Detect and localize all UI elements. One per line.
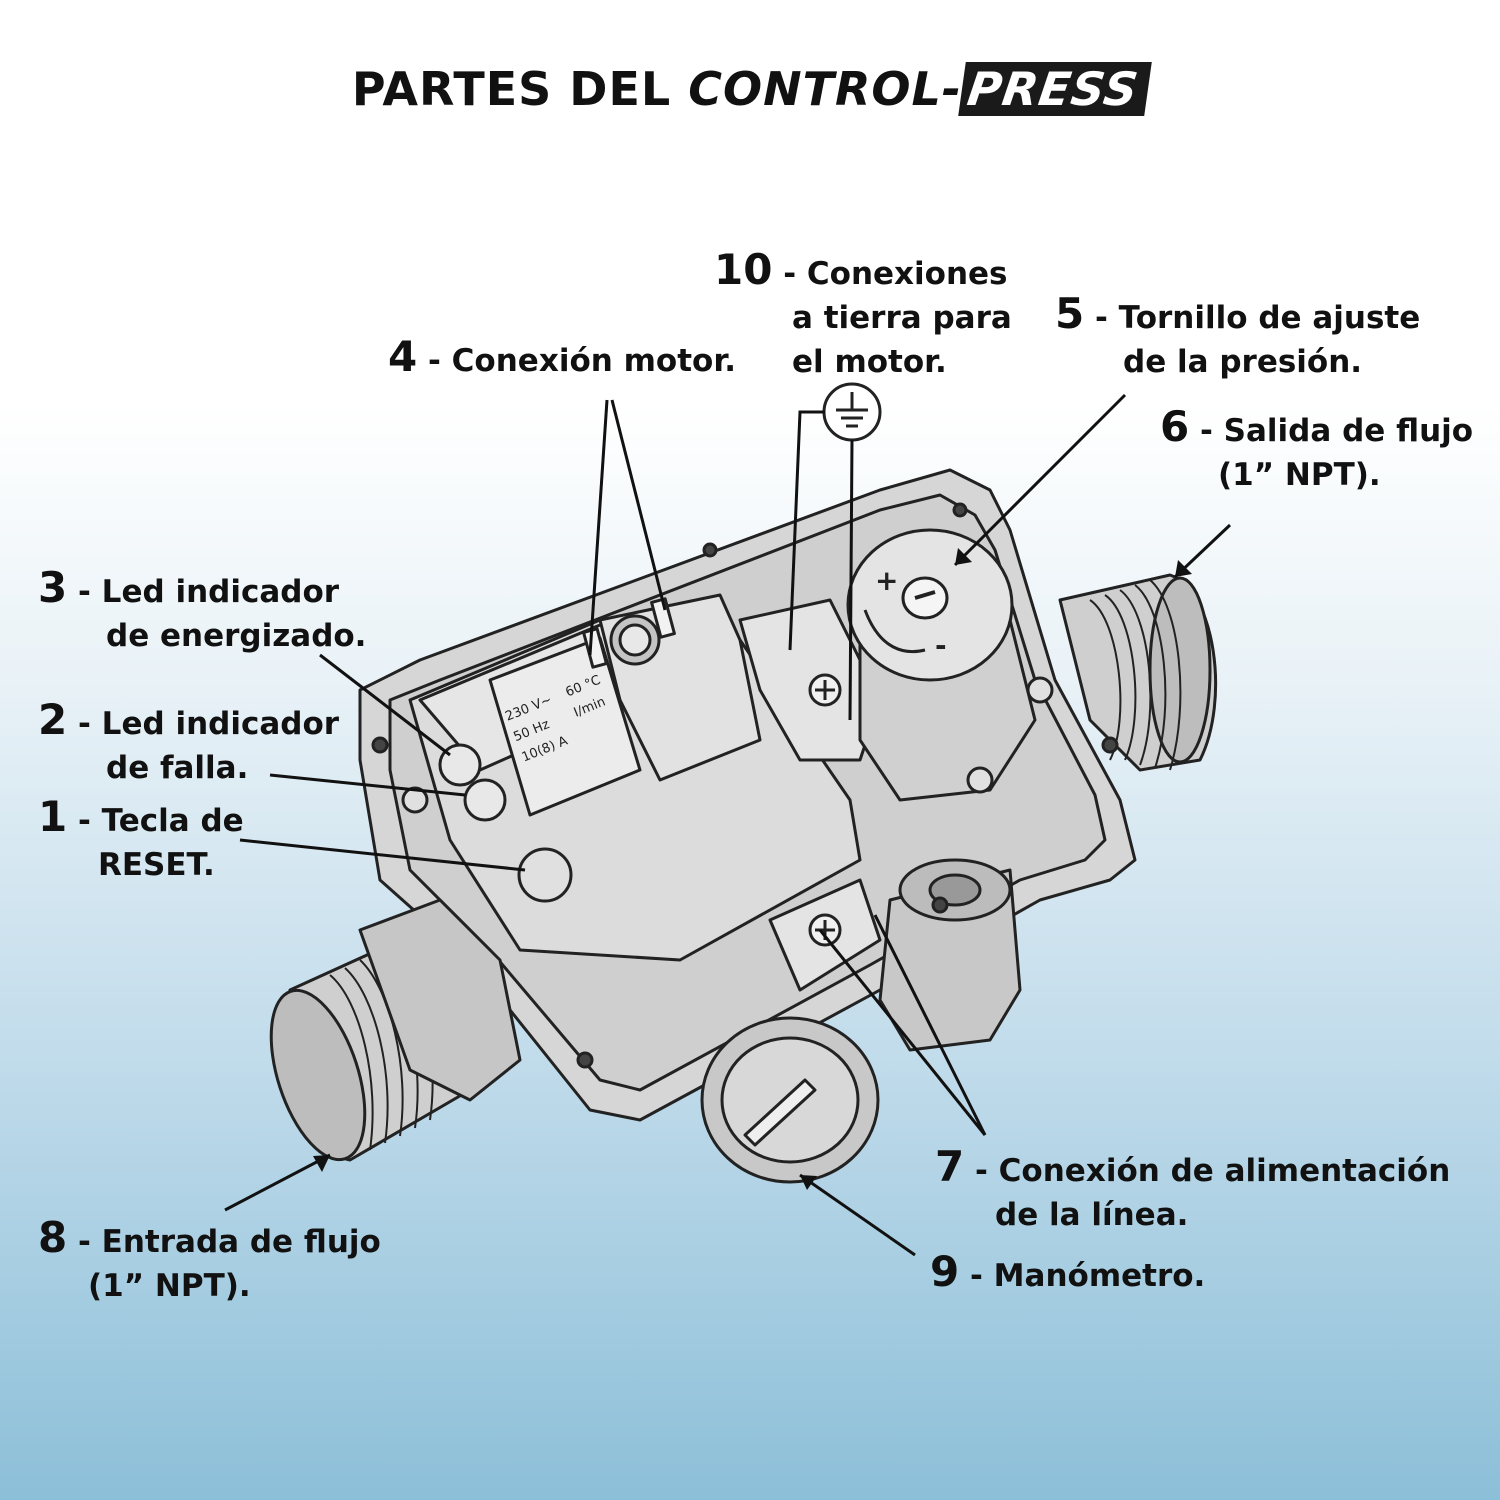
label-flow-outlet: 6 - Salida de flujo (1” NPT). (1160, 405, 1473, 497)
label-number: 2 (38, 695, 68, 744)
knob-minus-mark: - (935, 629, 947, 662)
label-text: (1” NPT). (1218, 457, 1381, 493)
label-flow-inlet: 8 - Entrada de flujo (1” NPT). (38, 1216, 381, 1308)
title-prefix: PARTES DEL (351, 62, 672, 116)
label-power-led: 3 - Led indicador de energizado. (38, 566, 366, 658)
label-text: a tierra para (792, 300, 1012, 336)
label-text: - Conexión de alimentación (964, 1153, 1451, 1189)
rating-plate (488, 636, 642, 817)
label-manometer: 9 - Manómetro. (930, 1250, 1205, 1298)
label-pressure-screw: 5 - Tornillo de ajuste de la presión. (1055, 292, 1420, 384)
label-text: - Led indicador (67, 574, 340, 610)
title-brand: CONTROL- (688, 62, 962, 116)
label-number: 4 (388, 332, 418, 381)
label-text: - Tornillo de ajuste (1084, 300, 1421, 336)
label-text: de falla. (106, 750, 249, 786)
label-motor-connection: 4 - Conexión motor. (388, 335, 736, 383)
label-text: de la línea. (995, 1197, 1189, 1233)
label-text: de la presión. (1123, 344, 1363, 380)
label-text: (1” NPT). (88, 1268, 251, 1304)
label-number: 7 (935, 1142, 965, 1191)
label-text: - Conexión motor. (417, 343, 736, 379)
label-text: - Tecla de (67, 803, 244, 839)
label-text: - Led indicador (67, 706, 340, 742)
label-number: 9 (930, 1247, 960, 1296)
label-number: 8 (38, 1213, 68, 1262)
label-number: 10 (714, 245, 773, 294)
label-number: 5 (1055, 289, 1085, 338)
page-title: PARTES DEL CONTROL-PRESS (0, 62, 1500, 116)
label-text: - Conexiones (772, 256, 1008, 292)
label-line-power: 7 - Conexión de alimentación de la línea… (935, 1145, 1450, 1237)
label-text: RESET. (98, 847, 215, 883)
fault-led (463, 778, 507, 822)
label-reset-key: 1 - Tecla de RESET. (38, 795, 244, 887)
label-number: 6 (1160, 402, 1190, 451)
label-fault-led: 2 - Led indicador de falla. (38, 698, 339, 790)
label-text: - Manómetro. (959, 1258, 1206, 1294)
label-text: - Entrada de flujo (67, 1224, 381, 1260)
reset-button (517, 847, 573, 903)
knob-plus-mark: + (875, 564, 898, 597)
label-number: 3 (38, 563, 68, 612)
label-text: - Salida de flujo (1189, 413, 1474, 449)
label-number: 1 (38, 792, 68, 841)
label-ground-connections: 10 - Conexiones a tierra para el motor. (714, 248, 1012, 384)
label-text: el motor. (792, 344, 947, 380)
label-text: de energizado. (106, 618, 367, 654)
